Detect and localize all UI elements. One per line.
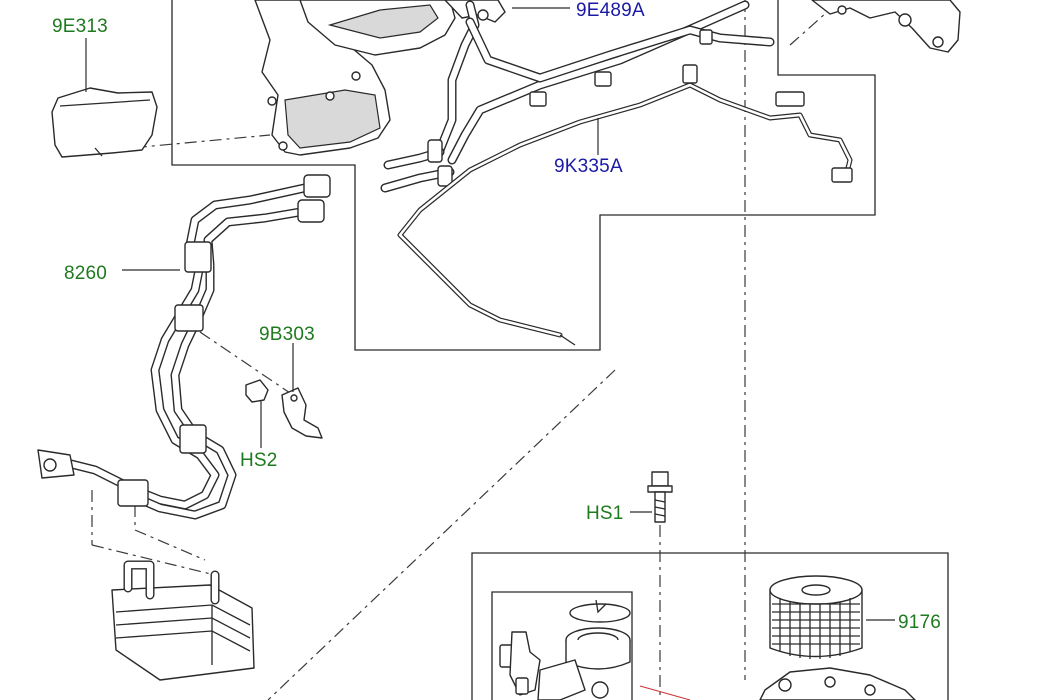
oil-cooler (111, 560, 255, 681)
fuel-line-bundle (380, 0, 775, 193)
callout-8260: 8260 (64, 263, 107, 284)
callout-labels: 9E313 9E489A 9K335A 8260 9B303 HS2 HS1 9… (52, 0, 941, 633)
callout-9e489a: 9E489A (576, 0, 645, 21)
callout-hs2: HS2 (240, 450, 278, 471)
leader-lines (85, 7, 895, 621)
bracket-9b303 (281, 387, 323, 439)
filter-element-9176 (769, 575, 863, 659)
red-marker-line (639, 685, 691, 700)
bolt-hs1 (647, 471, 673, 523)
callout-9b303: 9B303 (259, 324, 315, 345)
sensor-component (499, 631, 541, 696)
top-right-component (811, 0, 961, 53)
callout-9e313: 9E313 (52, 16, 108, 37)
callout-hs1: HS1 (586, 503, 624, 524)
clip-hs2 (245, 379, 269, 403)
filter-cap-assembly (537, 599, 631, 700)
assembly-boxes (171, 0, 949, 700)
mounting-bracket (254, 0, 506, 156)
callout-9176: 9176 (898, 612, 941, 633)
filter-pleats (772, 598, 860, 659)
vacuum-line-9k335a (397, 64, 853, 346)
filter-housing (639, 667, 916, 700)
cooler-lines-8260 (37, 174, 331, 520)
callout-9k335a: 9K335A (554, 156, 623, 177)
shield-plate-9e313 (51, 87, 158, 158)
